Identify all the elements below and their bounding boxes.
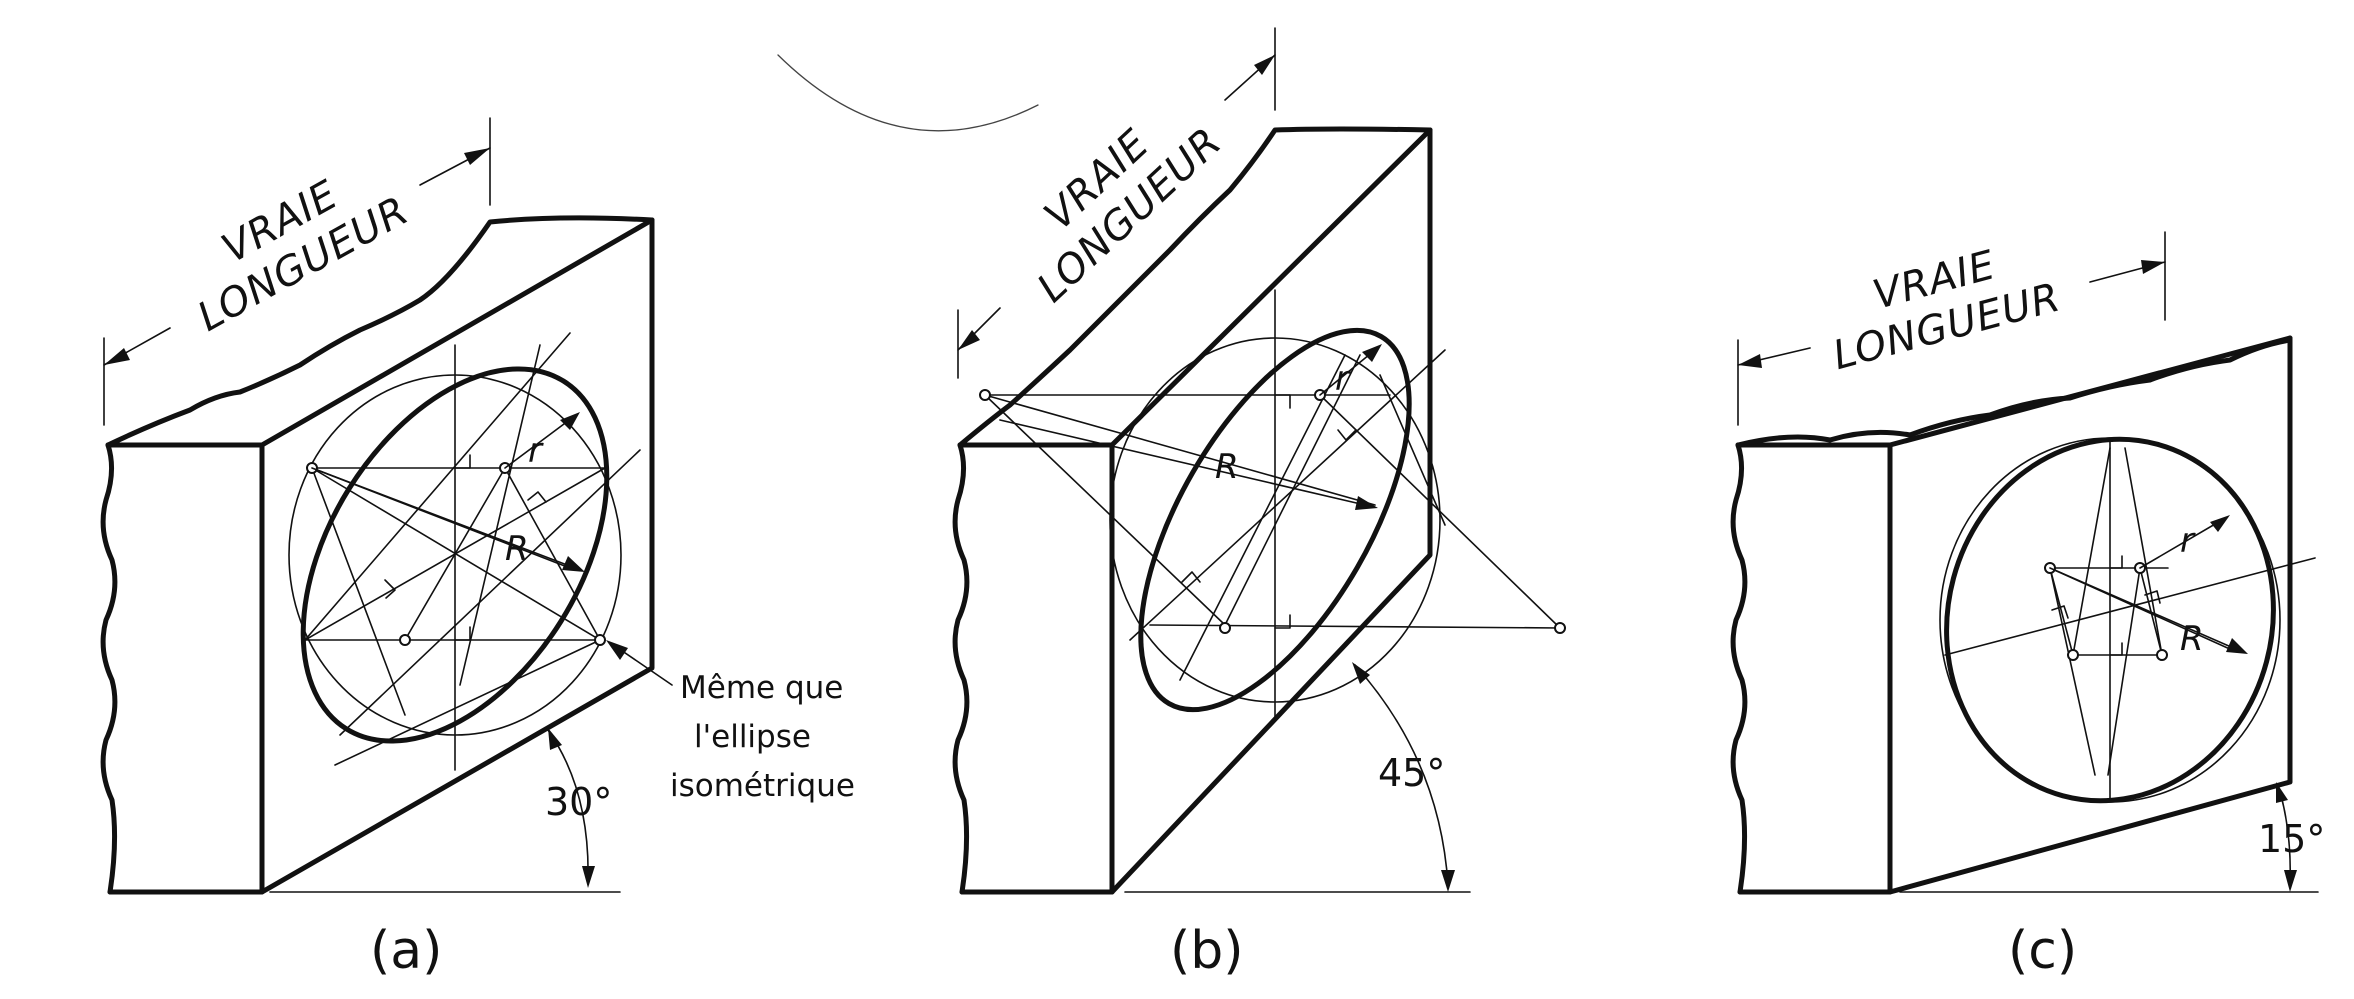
- view-a: R r VRAIE LONGUEUR Même que l'ellipse is…: [100, 117, 855, 981]
- view-c-true-length-dimension: VRAIE LONGUEUR: [1737, 231, 2166, 426]
- view-c-ellipse: [1944, 436, 2276, 804]
- view-c-angle: 15°: [1899, 782, 2325, 893]
- view-b-caption: (b): [1170, 921, 1244, 981]
- view-b-radius-large: R: [1215, 447, 1239, 487]
- view-a-angle-label: 30°: [545, 780, 612, 824]
- view-a-note: Même que l'ellipse isométrique: [606, 640, 855, 804]
- view-c-radius-small: r: [2180, 521, 2196, 561]
- stray-arc: [777, 54, 1039, 132]
- view-a-radius-large: R: [505, 529, 529, 569]
- view-a-note-line2: l'ellipse: [694, 719, 811, 755]
- view-b: R r VRAIE LONGUEUR 45° (b): [952, 27, 1566, 981]
- view-b-angle: 45°: [1124, 662, 1471, 893]
- view-c: r R VRAIE LONGUEUR 15° (c): [1730, 231, 2325, 981]
- view-a-note-line1: Même que: [680, 670, 843, 706]
- view-a-true-length-dimension: VRAIE LONGUEUR: [103, 117, 491, 426]
- view-a-radius-small: r: [528, 431, 544, 471]
- view-c-angle-label: 15°: [2258, 817, 2325, 861]
- view-b-angle-label: 45°: [1378, 751, 1445, 795]
- view-a-block: [100, 215, 655, 895]
- view-a-note-line3: isométrique: [670, 768, 855, 804]
- view-b-radius-small: r: [1335, 359, 1351, 399]
- view-a-angle: 30°: [269, 728, 621, 893]
- view-c-radius-large: R: [2180, 619, 2204, 659]
- view-c-caption: (c): [2008, 921, 2077, 981]
- view-a-construction: R r: [288, 332, 641, 771]
- view-a-caption: (a): [370, 921, 442, 981]
- view-c-block: [1730, 335, 2293, 895]
- view-b-ellipse: [1138, 327, 1412, 713]
- view-b-construction: R r: [979, 289, 1566, 721]
- view-b-true-length-dimension: VRAIE LONGUEUR: [957, 27, 1276, 379]
- view-c-construction: r R: [1939, 436, 2316, 804]
- view-b-block: [952, 126, 1433, 895]
